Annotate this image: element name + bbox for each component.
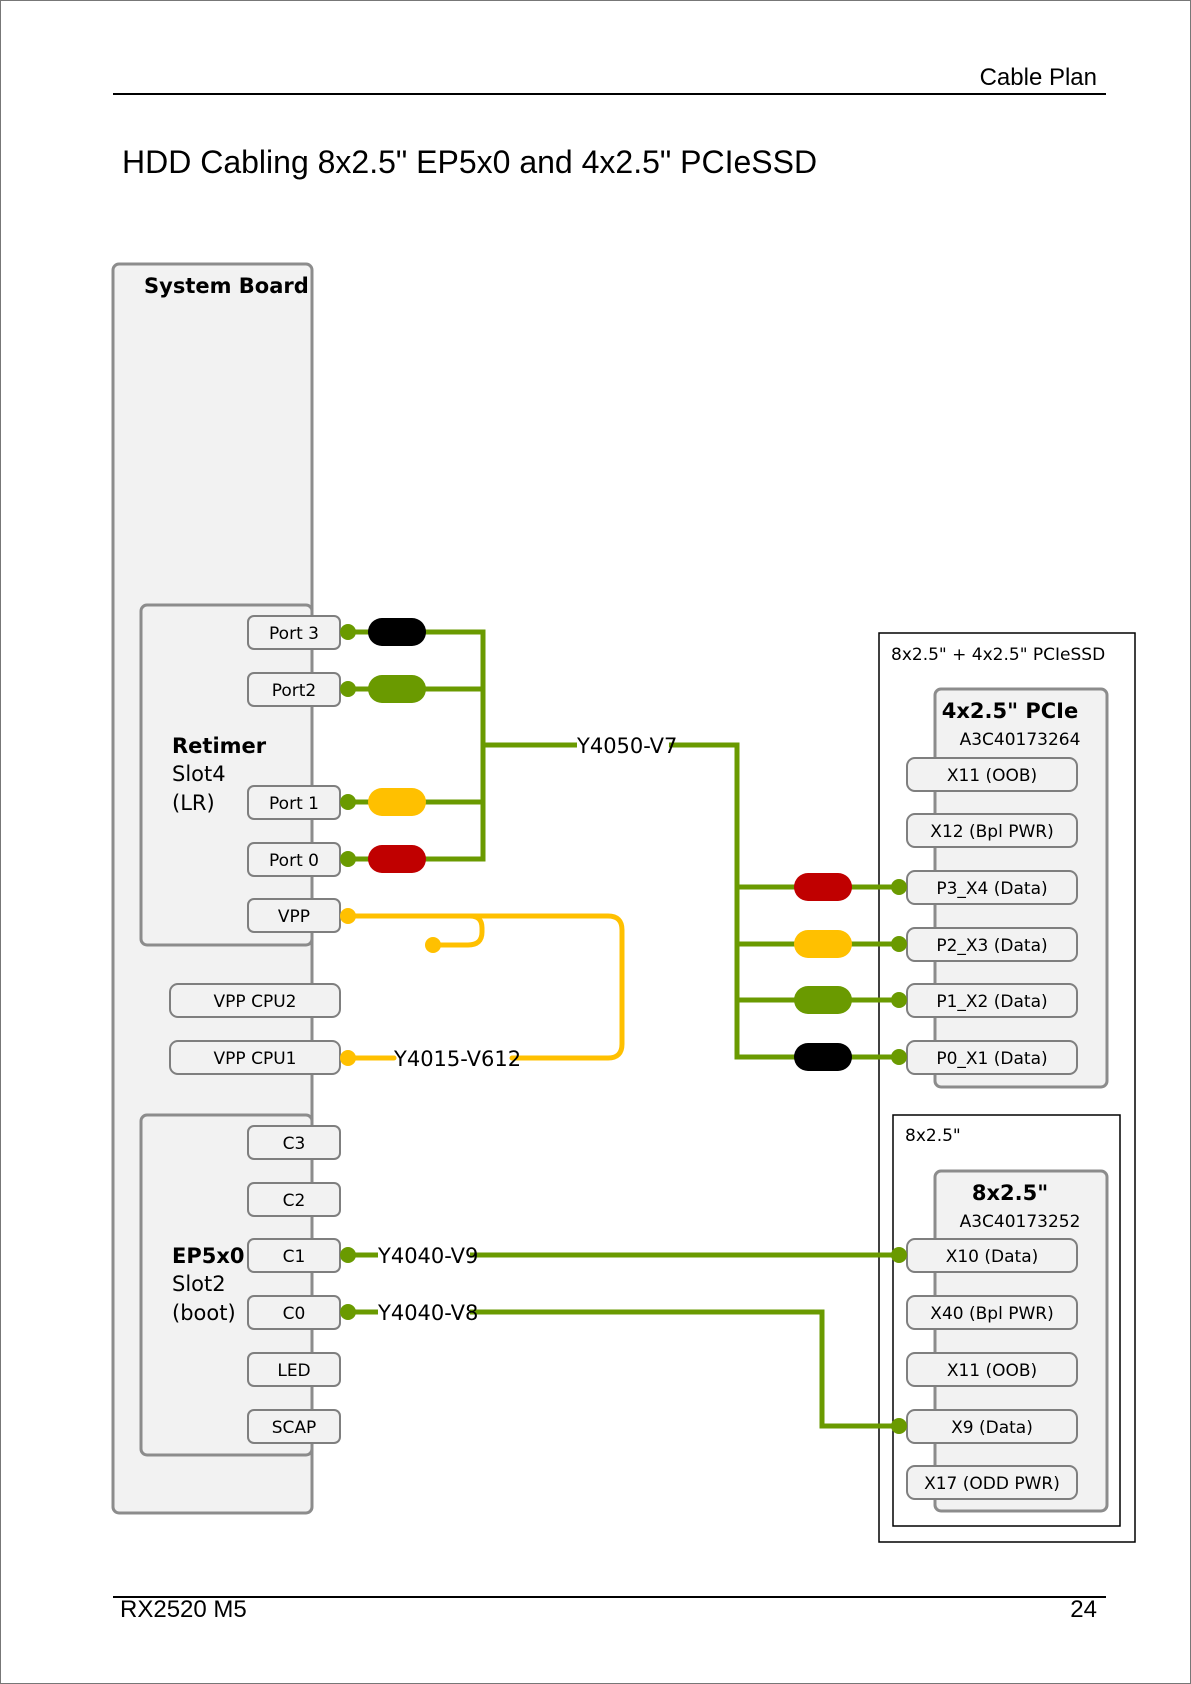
hdd-port-x40-bpl-pwr-label: X40 (Bpl PWR) [930, 1304, 1053, 1324]
y4040-v8-connector-dots [340, 1304, 907, 1434]
ep5x0-port-led: LED [247, 1352, 341, 1387]
plug-p1-green [794, 986, 852, 1014]
plug-port0-red [368, 845, 426, 873]
retimer-port-3: Port 3 [247, 615, 341, 650]
y4015-connector-dots [340, 908, 441, 1066]
hdd-port-x9-data-label: X9 (Data) [951, 1418, 1033, 1438]
cable-y4050-v7-label: Y4050-V7 [576, 734, 677, 758]
pcie-port-p1-x2: P1_X2 (Data) [906, 983, 1078, 1018]
plug-port2-green [368, 675, 426, 703]
ep5x0-port-c2: C2 [247, 1182, 341, 1217]
vpp-cpu2-port: VPP CPU2 [169, 983, 341, 1018]
vpp-cpu1-port: VPP CPU1 [169, 1040, 341, 1075]
cable-y4015-v612 [345, 913, 625, 1061]
retimer-port-1-label: Port 1 [269, 794, 319, 814]
ep5x0-port-c3-label: C3 [283, 1134, 306, 1154]
pcie-port-p0-x1-label: P0_X1 (Data) [936, 1049, 1047, 1069]
plug-port1-yellow [368, 788, 426, 816]
cable-y4040-v9-label: Y4040-V9 [377, 1244, 478, 1268]
pcie-backplane-title: 4x2.5" PCIe [942, 699, 1078, 723]
retimer-port-0-label: Port 0 [269, 851, 319, 871]
pcie-port-p1-x2-label: P1_X2 (Data) [936, 992, 1047, 1012]
pcie-port-x12-bpl-pwr-label: X12 (Bpl PWR) [930, 822, 1053, 842]
document-title: HDD Cabling 8x2.5" EP5x0 and 4x2.5" PCIe… [122, 144, 818, 180]
ep5x0-port-c1: C1 [247, 1238, 341, 1273]
ep5x0-port-c0-label: C0 [283, 1304, 306, 1324]
pcie-part-number: A3C40173264 [960, 730, 1081, 750]
plug-p2-yellow [794, 930, 852, 958]
hdd-port-x10-data-label: X10 (Data) [946, 1247, 1039, 1267]
retimer-card [139, 603, 314, 947]
ep5x0-boot: (boot) [172, 1301, 236, 1325]
system-board-title: System Board [144, 274, 309, 298]
retimer-slot: Slot4 [172, 762, 226, 786]
retimer-port-3-label: Port 3 [269, 624, 319, 644]
plug-p0-black [794, 1043, 852, 1071]
pcie-enclosure-label: 8x2.5" + 4x2.5" PCIeSSD [891, 645, 1105, 665]
ep5x0-port-c2-label: C2 [283, 1191, 306, 1211]
retimer-port-1: Port 1 [247, 785, 341, 820]
plug-p3-red [794, 873, 852, 901]
vpp-cpu2-label: VPP CPU2 [214, 992, 297, 1012]
hdd-enclosure-label: 8x2.5" [905, 1126, 961, 1146]
pcie-port-p3-x4: P3_X4 (Data) [906, 870, 1078, 905]
retimer-port-2: Port2 [247, 672, 341, 707]
retimer-port-0: Port 0 [247, 842, 341, 877]
pcie-port-p2-x3-label: P2_X3 (Data) [936, 936, 1047, 956]
footer-rule [113, 1596, 1106, 1598]
retimer-port-vpp: VPP [247, 898, 341, 933]
retimer-port-2-label: Port2 [272, 681, 317, 701]
cable-y4040-v8-label: Y4040-V8 [377, 1301, 478, 1325]
pcie-port-x11-oob-label: X11 (OOB) [947, 766, 1037, 786]
ep5x0-port-c1-label: C1 [283, 1247, 306, 1267]
cable-y4040-v8 [348, 1309, 899, 1429]
pcie-port-p2-x3: P2_X3 (Data) [906, 927, 1078, 962]
pcie-port-x11-oob: X11 (OOB) [906, 757, 1078, 792]
ep5x0-slot: Slot2 [172, 1272, 226, 1296]
hdd-port-x17-odd-pwr-label: X17 (ODD PWR) [924, 1474, 1060, 1494]
ep5x0-card [139, 1113, 314, 1457]
hdd-port-x10-data: X10 (Data) [906, 1238, 1078, 1273]
hdd-port-x40-bpl-pwr: X40 (Bpl PWR) [906, 1295, 1078, 1330]
plug-port3-black [368, 618, 426, 646]
y4040-v9-connector-dots [340, 1247, 907, 1263]
footer-page-number: 24 [1070, 1596, 1097, 1623]
retimer-port-vpp-label: VPP [278, 907, 310, 927]
hdd-backplane-title: 8x2.5" [972, 1181, 1048, 1205]
pcie-port-p3-x4-label: P3_X4 (Data) [936, 879, 1047, 899]
y4050-connector-dots [340, 624, 907, 1065]
hdd-port-x17-odd-pwr: X17 (ODD PWR) [906, 1465, 1078, 1500]
pcie-port-x12-bpl-pwr: X12 (Bpl PWR) [906, 813, 1078, 848]
hdd-part-number: A3C40173252 [960, 1212, 1081, 1232]
header-title: Cable Plan [979, 64, 1097, 91]
retimer-name: Retimer [172, 734, 267, 758]
ep5x0-port-c0: C0 [247, 1295, 341, 1330]
hdd-port-x11-oob: X11 (OOB) [906, 1352, 1078, 1387]
vpp-cpu1-label: VPP CPU1 [214, 1049, 297, 1069]
footer-model: RX2520 M5 [120, 1596, 247, 1623]
hdd-port-x11-oob-label: X11 (OOB) [947, 1361, 1037, 1381]
header-rule [113, 93, 1106, 95]
retimer-lane: (LR) [172, 791, 215, 815]
ep5x0-port-scap: SCAP [247, 1409, 341, 1444]
ep5x0-port-led-label: LED [277, 1361, 310, 1381]
ep5x0-port-scap-label: SCAP [272, 1418, 317, 1438]
ep5x0-name: EP5x0 [172, 1244, 245, 1268]
cable-y4015-v612-label: Y4015-V612 [393, 1047, 521, 1071]
ep5x0-port-c3: C3 [247, 1125, 341, 1160]
pcie-port-p0-x1: P0_X1 (Data) [906, 1040, 1078, 1075]
hdd-port-x9-data: X9 (Data) [906, 1409, 1078, 1444]
